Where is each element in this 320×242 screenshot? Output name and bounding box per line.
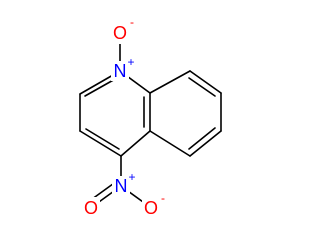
- bond-c6-c5-inner: [188, 127, 216, 150]
- bond-c8a-c8: [149, 70, 191, 94]
- bonds: [79, 32, 222, 208]
- bond-c6-c5: [189, 130, 222, 157]
- atom-o1: O -: [111, 15, 134, 44]
- atom-o1-charge: -: [130, 15, 134, 29]
- bond-c4-c4a: [120, 130, 151, 157]
- atom-o2-symbol: O: [84, 198, 98, 218]
- atom-o1-symbol: O: [113, 23, 127, 43]
- atom-o3-symbol: O: [144, 198, 158, 218]
- atom-n2-charge: +: [128, 170, 135, 184]
- bond-c5-c4a: [149, 130, 191, 157]
- bond-c8-c7-inner: [188, 77, 216, 97]
- bond-c8-c7: [189, 70, 222, 94]
- quinoline-n-oxide-structure: N + O - N + O O -: [79, 15, 222, 219]
- atom-n2-symbol: N: [115, 176, 128, 196]
- atom-o3: O -: [142, 191, 165, 219]
- bond-c3-c4: [79, 130, 122, 157]
- atom-o3-charge: -: [161, 191, 165, 205]
- atom-n1-symbol: N: [114, 61, 127, 81]
- atom-n1: N +: [111, 55, 135, 81]
- atom-o2: O: [82, 197, 100, 219]
- atom-n1-charge: +: [127, 55, 134, 69]
- atom-n2: N +: [112, 170, 136, 196]
- bond-c3-c4-inner: [85, 128, 120, 150]
- atom-labels: N + O - N + O O -: [82, 15, 165, 219]
